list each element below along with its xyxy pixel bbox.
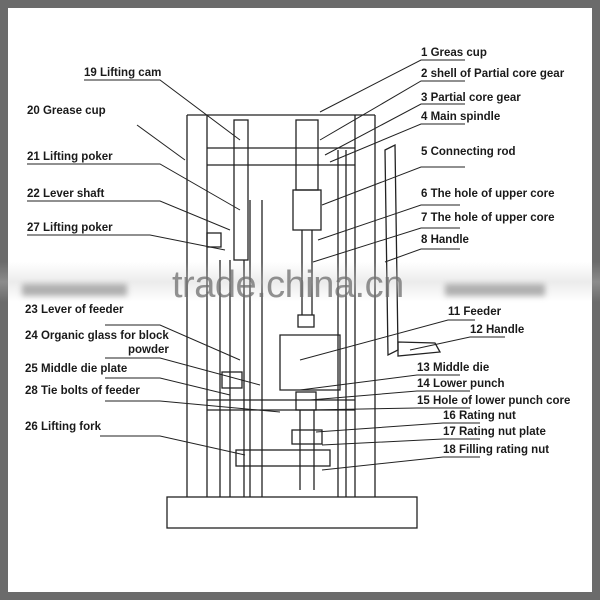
label-27: 27 Lifting poker (27, 222, 113, 234)
label-24-cont: powder (128, 344, 169, 356)
label-22: 22 Lever shaft (27, 188, 105, 200)
label-1: 1 Greas cup (421, 47, 487, 59)
label-8: 8 Handle (421, 234, 469, 246)
label-4: 4 Main spindle (421, 111, 501, 123)
label-12: 12 Handle (470, 324, 525, 336)
label-28: 28 Tie bolts of feeder (25, 385, 140, 397)
label-19: 19 Lifting cam (84, 67, 162, 79)
label-24: 24 Organic glass for block (25, 330, 169, 342)
label-15: 15 Hole of lower punch core (417, 395, 571, 407)
label-11: 11 Feeder (448, 306, 502, 318)
label-7: 7 The hole of upper core (421, 212, 555, 224)
label-23: 23 Lever of feeder (25, 304, 124, 316)
label-20: 20 Grease cup (27, 105, 106, 117)
label-18: 18 Filling rating nut (443, 444, 550, 456)
label-13: 13 Middle die (417, 362, 490, 374)
label-5: 5 Connecting rod (421, 146, 516, 158)
label-6: 6 The hole of upper core (421, 188, 555, 200)
watermark: trade.china.cn (172, 264, 404, 306)
label-2: 2 shell of Partial core gear (421, 68, 565, 80)
machine-frame (166, 114, 442, 529)
label-26: 26 Lifting fork (25, 421, 102, 433)
diagram-canvas (8, 8, 592, 592)
label-14: 14 Lower punch (417, 378, 505, 390)
label-3: 3 Partial core gear (421, 92, 521, 104)
label-21: 21 Lifting poker (27, 151, 113, 163)
label-16: 16 Rating nut (443, 410, 516, 422)
label-17: 17 Rating nut plate (443, 426, 546, 438)
watermark-blur-left (22, 284, 127, 296)
leader-lines (27, 59, 505, 471)
watermark-blur-right (445, 284, 545, 296)
label-25: 25 Middle die plate (25, 363, 128, 375)
